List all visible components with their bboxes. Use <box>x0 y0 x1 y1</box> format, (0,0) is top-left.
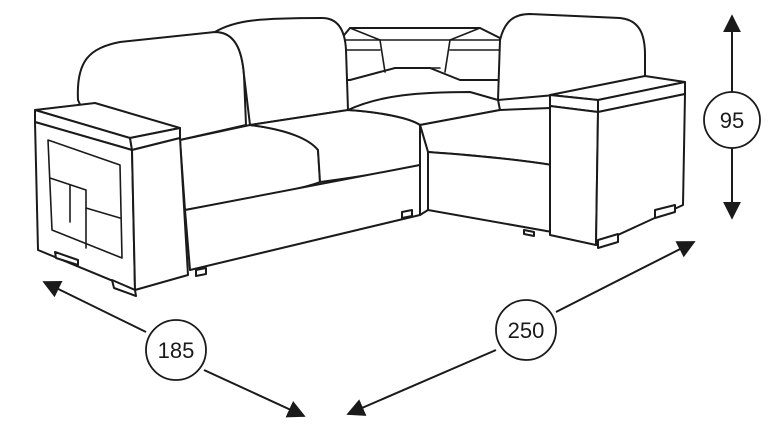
height-dimension: 95 <box>703 14 761 220</box>
left-seat-cushions <box>179 109 421 271</box>
depth-dimension: 185 <box>42 281 306 418</box>
height-value: 95 <box>720 108 744 133</box>
corner-shelf <box>339 27 501 81</box>
right-armrest <box>549 75 686 249</box>
seat-foot <box>523 229 535 237</box>
width-badge <box>495 299 557 361</box>
left-armrest-shelf <box>34 102 189 297</box>
right-back-cushion <box>497 13 646 101</box>
depth-badge <box>145 319 207 381</box>
depth-value: 185 <box>158 338 195 363</box>
seat-foot <box>401 209 413 219</box>
width-dimension: 250 <box>346 241 696 416</box>
right-seat-cushions <box>347 91 553 233</box>
height-badge <box>703 91 761 149</box>
seat-foot <box>195 267 207 277</box>
width-value: 250 <box>508 318 545 343</box>
